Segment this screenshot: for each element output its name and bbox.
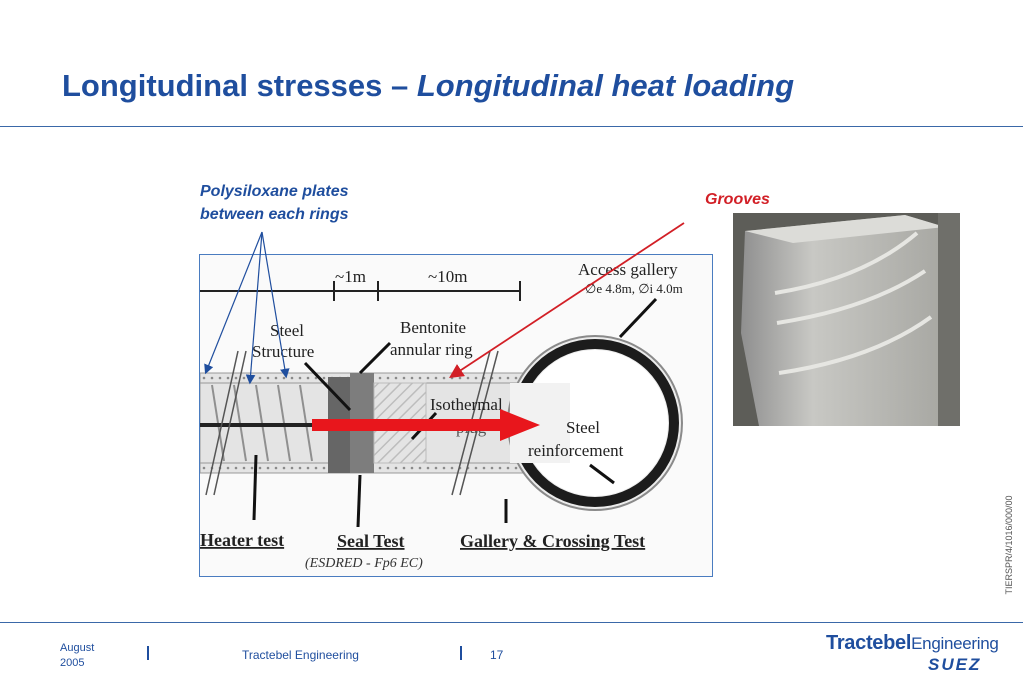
page-number: 17 [490,648,504,662]
footer-separator [147,646,149,660]
footer-date: August 2005 [60,641,94,671]
label-steel-structure-1: Steel [270,321,304,340]
title-divider [0,126,1023,127]
label-heater-test: Heater test [200,530,284,550]
title-subtitle: Longitudinal heat loading [416,68,795,103]
label-bentonite-1: Bentonite [400,318,466,337]
footer-month: August [60,642,95,654]
footer-company: Tractebel Engineering [242,648,359,662]
label-steel-reinf-1: Steel [566,418,600,437]
tunnel-diagram-frame: ~1m ~10m [199,254,713,577]
logo-brand: Tractebel [826,632,912,654]
grooves-photo [733,213,960,426]
label-steel-reinf-2: reinforcement [528,441,624,460]
footer-separator [460,646,462,660]
dim-long-label: ~10m [428,267,467,286]
label-bentonite-2: annular ring [390,340,473,359]
label-esdred: (ESDRED - Fp6 EC) [305,556,423,571]
label-isothermal-1: Isothermal [430,395,503,414]
isothermal-plug [373,382,427,464]
label-gallery-crossing: Gallery & Crossing Test [460,531,645,551]
footer-year: 2005 [60,657,85,669]
logo-light: Engineering [911,634,999,653]
document-reference: TIERSPR/4/1016/000/00 [1004,495,1014,595]
label-access-gallery: Access gallery [578,260,678,279]
tunnel-diagram: ~1m ~10m [199,260,683,571]
dim-short-label: ~1m [335,267,366,286]
grooves-callout: Grooves [705,191,770,208]
label-steel-structure-2: Structure [252,342,314,361]
logo-mark: SUEZ [928,655,982,674]
callout-plates-line2: between each rings [200,206,349,223]
callout-plates-line1: Polysiloxane plates [200,183,349,200]
company-logo: TractebelEngineering SUEZ [826,630,1011,676]
label-seal-test: Seal Test [337,531,405,551]
polysiloxane-callout: Polysiloxane plates between each rings [200,180,410,226]
title-main: Longitudinal stresses – [62,68,417,103]
logo-text: TractebelEngineering [826,632,999,655]
footer-divider [0,622,1023,623]
seal-steel [350,373,374,473]
label-gallery-dims: ∅e 4.8m, ∅i 4.0m [585,281,683,296]
label-isothermal-2: plug [456,418,487,437]
slide-title: Longitudinal stresses – Longitudinal hea… [62,68,794,104]
